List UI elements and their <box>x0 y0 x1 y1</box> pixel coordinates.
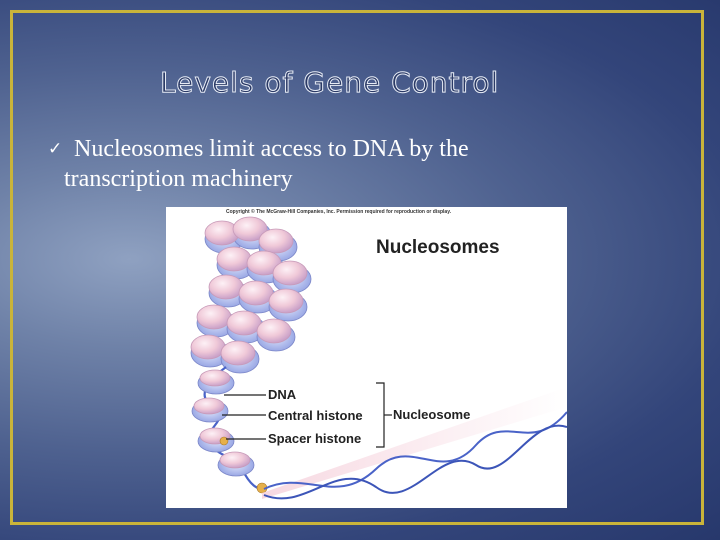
slide-title: Levels of Gene Control <box>159 66 500 100</box>
label-spacer-histone: Spacer histone <box>268 431 362 446</box>
label-nucleosome: Nucleosome <box>393 407 471 422</box>
label-dna: DNA <box>268 387 297 402</box>
nucleosome-illustration <box>190 216 567 500</box>
bullet-line-1: Nucleosomes limit access to DNA by the <box>74 136 469 162</box>
nucleosome-figure: Copyright © The McGraw-Hill Companies, I… <box>166 207 567 508</box>
figure-copyright: Copyright © The McGraw-Hill Companies, I… <box>226 209 452 215</box>
bullet-item: ✓ Nucleosomes limit access to DNA by the… <box>48 134 588 194</box>
checkmark-icon: ✓ <box>48 139 63 158</box>
label-central-histone: Central histone <box>268 408 363 423</box>
nucleosome-strand <box>191 366 268 494</box>
bullet-line-2: transcription machinery <box>64 166 293 192</box>
bullet-text: Nucleosomes limit access to DNA by the t… <box>64 134 469 194</box>
dna-double-helix <box>262 387 567 500</box>
label-leaders <box>222 382 392 448</box>
spacer-histone-marker <box>219 436 229 446</box>
chromatin-fiber <box>190 216 312 374</box>
slide-frame <box>10 10 704 525</box>
figure-title: Nucleosomes <box>376 237 500 258</box>
